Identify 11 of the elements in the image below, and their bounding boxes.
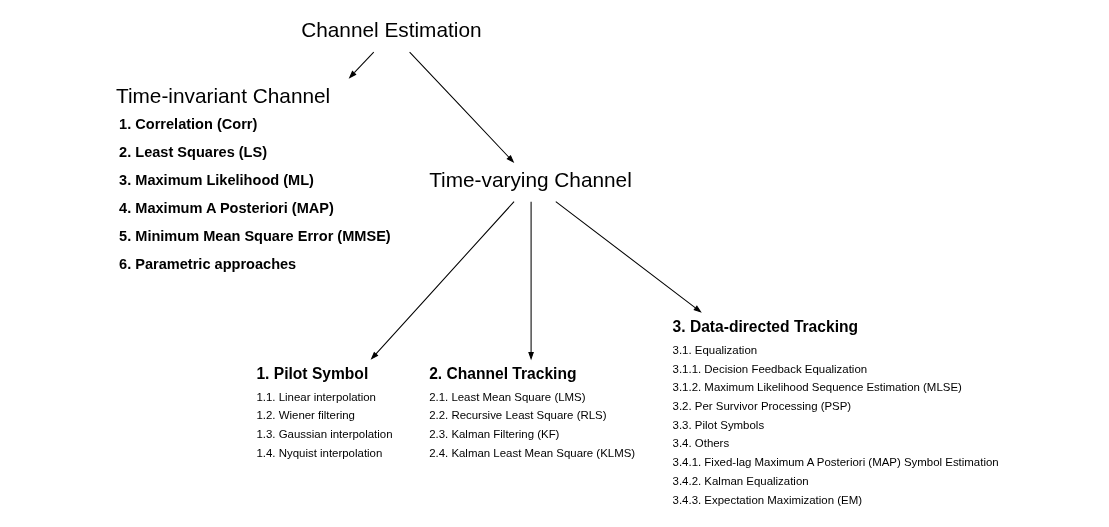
node-text: 3. Data-directed Tracking 3.1. Equalization 3.1.1. Decision Feedback Equalization 3.1.2. Maximum Likelihood Sequence Estimation (MLSE) 3.2. Per Survivor Processing (PSP) 3.3. Pilot Symbols 3.4. Others 3.4.1. Fixed-lag Maximum A Posteriori (MAP) Symbol Estimation 3.4.2. Kalman Equalization 3.4.3. Expectation Maximization (EM) [672,318,999,506]
node-text: Time-invariant Channel 1. Correlation (Corr) 2. Least Squares (LS) 3. Maximum Likelihood (ML) 4. Maximum A Posteriori (MAP) 5. Minimum Mean Square Error (MMSE) 6. Parametric approaches [116,83,391,273]
arrow [348,51,375,79]
arrow [409,51,515,163]
arrow [555,201,702,313]
node-text: 2. Channel Tracking 2.1. Least Mean Square (LMS) 2.2. Recursive Least Square (RLS) 2.3. Kalman Filtering (KF) 2.4. Kalman Least Mean Square (KLMS) [429,364,636,459]
node-text: Channel Estimation [301,18,482,42]
node-text: 1. Pilot Symbol 1.1. Linear interpolation 1.2. Wiener filtering 1.3. Gaussian interpolation 1.4. Nyquist interpolation [256,364,393,459]
node-text: Time-varying Channel [429,168,632,192]
arrow [370,201,515,360]
arrow [528,201,534,361]
